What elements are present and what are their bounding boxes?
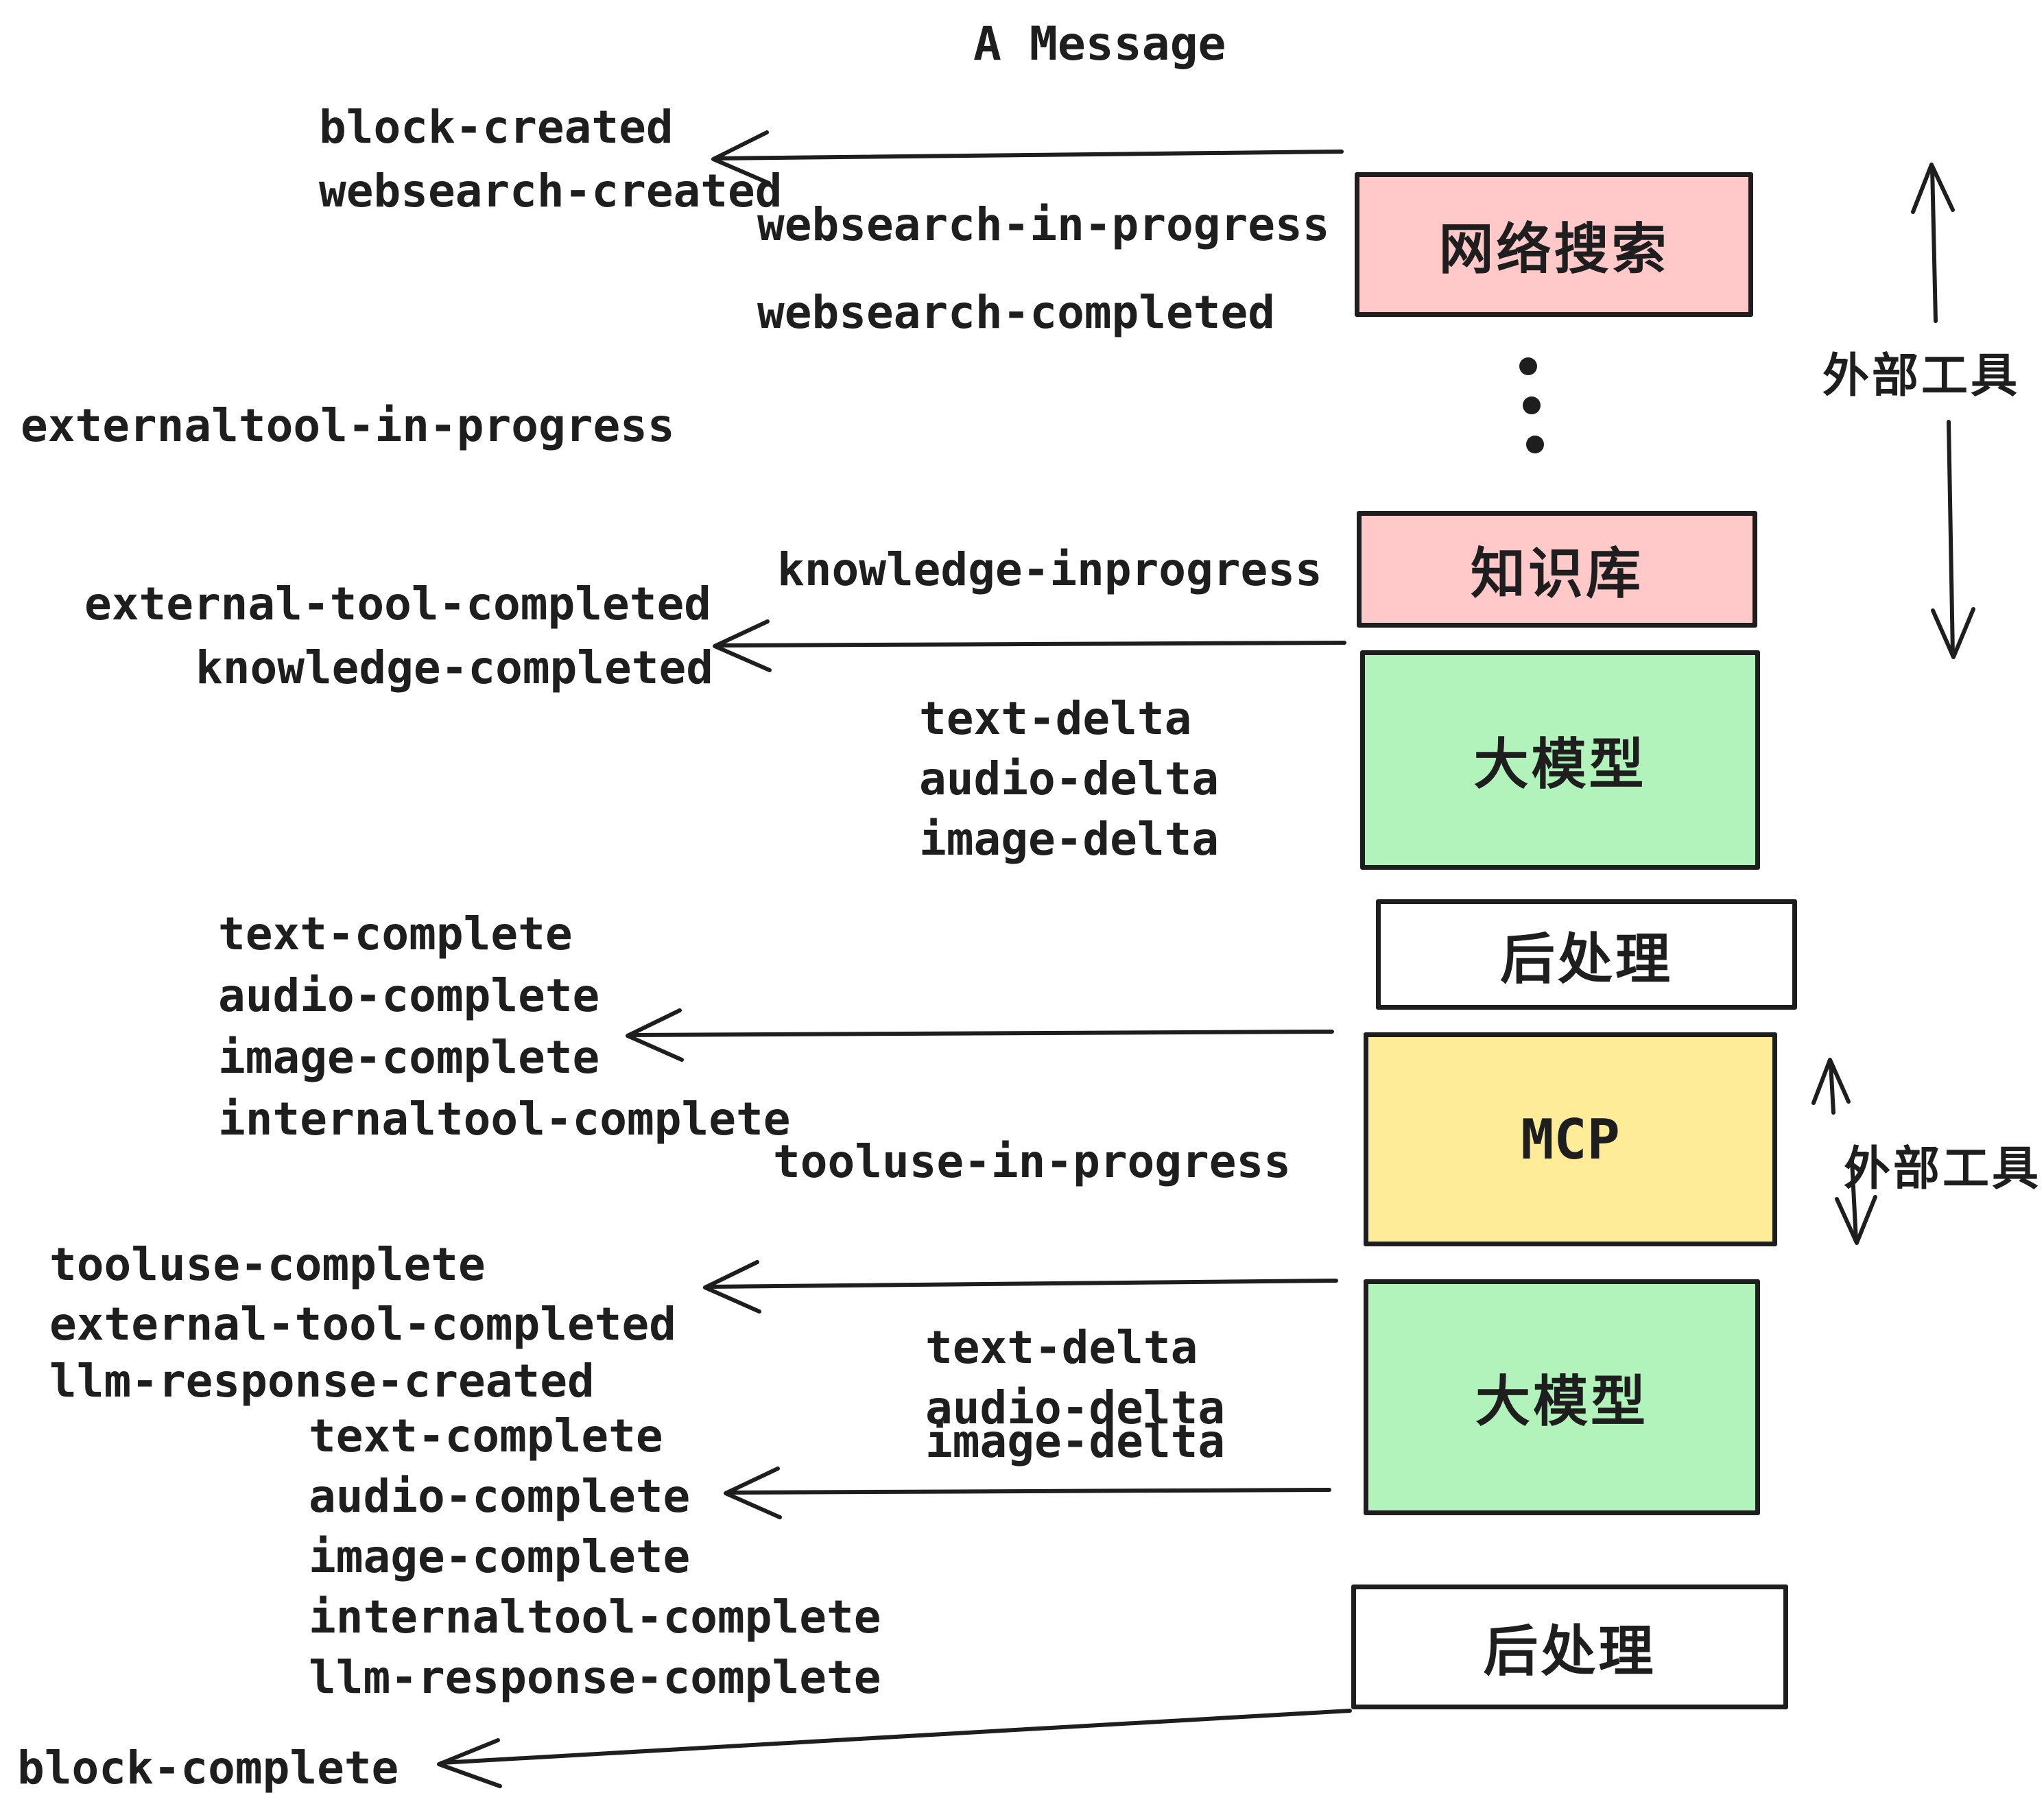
box-llm-2-label: 大模型 (1475, 1370, 1648, 1434)
box-knowledge-label: 知识库 (1471, 542, 1643, 606)
external-tools-arrow-up-bottom (1811, 1058, 1851, 1115)
event-label-block-complete: block-complete (17, 1742, 399, 1794)
box-knowledge: 知识库 (1357, 511, 1757, 628)
arrow-to-block-complete (437, 1709, 1352, 1788)
event-label-image-delta: image-delta (919, 813, 1220, 866)
event-label-tooluse-in-progress: tooluse-in-progress (773, 1135, 1291, 1188)
event-label-image-complete: image-complete (218, 1031, 600, 1084)
event-label-external-tool-completed-2: external-tool-completed (49, 1298, 676, 1351)
box-llm-1: 大模型 (1360, 650, 1760, 870)
external-tools-label-top: 外部工具 (1822, 349, 2021, 403)
event-label-external-tool-completed: external-tool-completed (84, 578, 711, 630)
external-tools-label-bottom: 外部工具 (1844, 1142, 2042, 1196)
external-tools-arrow-up-top (1911, 163, 1955, 323)
box-mcp: MCP (1364, 1032, 1777, 1246)
external-tools-arrow-down-top (1931, 420, 1975, 659)
event-label-websearch-completed: websearch-completed (757, 286, 1275, 339)
arrow-to-audio-complete (724, 1467, 1331, 1519)
box-websearch: 网络搜索 (1355, 172, 1753, 317)
event-label-internaltool-complete-2: internaltool-complete (309, 1591, 881, 1643)
event-label-knowledge-inprogress: knowledge-inprogress (777, 543, 1322, 596)
event-label-block-created: block-created (319, 101, 674, 154)
event-label-image-delta-2: image-delta (925, 1415, 1226, 1468)
box-websearch-label: 网络搜索 (1438, 217, 1669, 281)
event-label-knowledge-completed: knowledge-completed (195, 641, 713, 694)
arrow-to-block-created (711, 130, 1344, 185)
box-postprocess-1: 后处理 (1376, 899, 1797, 1010)
event-label-text-complete: text-complete (218, 907, 573, 960)
arrow-to-tooluse-complete (703, 1260, 1338, 1314)
event-label-llm-response-created: llm-response-created (49, 1355, 595, 1408)
box-mcp-label: MCP (1521, 1107, 1620, 1172)
event-label-image-complete-2: image-complete (309, 1530, 691, 1583)
event-label-llm-response-complete: llm-response-complete (309, 1651, 881, 1704)
event-label-audio-delta: audio-delta (919, 752, 1220, 805)
arrow-to-image-complete (626, 1008, 1334, 1062)
event-label-audio-complete: audio-complete (218, 969, 600, 1022)
event-label-text-delta-2: text-delta (925, 1321, 1198, 1374)
box-postprocess-2: 后处理 (1351, 1585, 1788, 1709)
event-label-tooluse-complete: tooluse-complete (49, 1238, 486, 1291)
event-label-audio-delta-2: audio-delta (925, 1381, 1226, 1434)
event-label-internaltool-complete: internaltool-complete (218, 1093, 791, 1146)
event-label-text-complete-2: text-complete (309, 1410, 663, 1462)
ellipsis-dots (1519, 357, 1544, 453)
event-label-externaltool-in-progress: externaltool-in-progress (21, 399, 675, 452)
diagram-title: A Message (973, 17, 1226, 71)
box-llm-1-label: 大模型 (1473, 733, 1647, 796)
arrow-to-knowledge-completed (713, 619, 1346, 672)
box-postprocess-1-label: 后处理 (1500, 927, 1673, 991)
event-label-text-delta: text-delta (919, 692, 1192, 745)
event-label-websearch-in-progress: websearch-in-progress (757, 198, 1330, 251)
event-label-audio-complete-2: audio-complete (309, 1470, 691, 1523)
box-postprocess-2-label: 后处理 (1483, 1619, 1656, 1683)
box-llm-2: 大模型 (1364, 1279, 1760, 1515)
event-label-websearch-created: websearch-created (319, 165, 783, 217)
